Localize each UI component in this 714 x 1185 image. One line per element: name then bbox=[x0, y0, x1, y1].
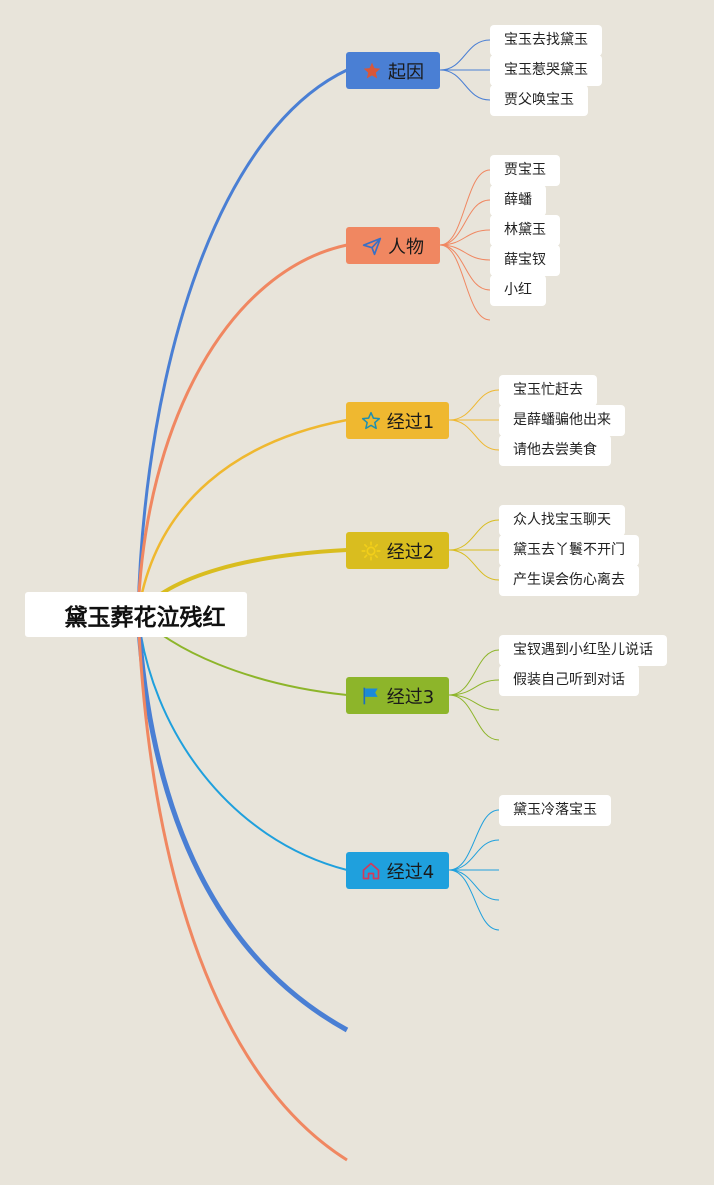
leaf-connector bbox=[448, 649, 500, 696]
leaf-node[interactable]: 宝玉忙赶去 bbox=[499, 375, 597, 406]
leaf-label: 贾父唤宝玉 bbox=[504, 92, 574, 108]
leaf-node[interactable]: 宝钗遇到小红坠儿说话 bbox=[499, 635, 667, 666]
leaf-connector bbox=[439, 244, 491, 261]
connector-root-jingguo4 bbox=[137, 613, 348, 871]
leaf-label: 请他去尝美食 bbox=[513, 442, 597, 458]
leaf-label: 众人找宝玉聊天 bbox=[513, 512, 611, 528]
star-outline-icon bbox=[361, 411, 381, 431]
leaf-connector bbox=[448, 839, 500, 871]
leaf-node[interactable]: 众人找宝玉聊天 bbox=[499, 505, 625, 536]
leaf-node[interactable]: 薛蟠 bbox=[490, 185, 546, 216]
leaf-node[interactable]: 假装自己听到对话 bbox=[499, 665, 639, 696]
paper-plane-icon bbox=[362, 236, 382, 256]
leaf-connector bbox=[439, 244, 491, 321]
leaf-label: 黛玉去丫鬟不开门 bbox=[513, 542, 625, 558]
leaf-node[interactable]: 小红 bbox=[490, 275, 546, 306]
leaf-connector bbox=[439, 69, 491, 101]
leaf-connector bbox=[448, 809, 500, 871]
leaf-connector bbox=[448, 869, 500, 901]
leaf-connector bbox=[439, 229, 491, 246]
leaf-node[interactable]: 产生误会伤心离去 bbox=[499, 565, 639, 596]
leaf-node[interactable]: 贾宝玉 bbox=[490, 155, 560, 186]
leaf-label: 贾宝玉 bbox=[504, 162, 546, 178]
sun-icon bbox=[361, 540, 381, 561]
leaf-connector bbox=[439, 169, 491, 246]
branch-label: 经过4 bbox=[386, 861, 435, 883]
leaf-connector bbox=[448, 419, 500, 451]
leaf-connector bbox=[448, 694, 500, 741]
connector-root-renwu bbox=[136, 243, 348, 615]
leaf-connector bbox=[448, 549, 500, 581]
star-filled-icon bbox=[362, 61, 382, 81]
branch-node-qiyin[interactable]: 起因 bbox=[346, 52, 440, 89]
leaf-node[interactable]: 黛玉去丫鬟不开门 bbox=[499, 535, 639, 566]
leaf-connector bbox=[448, 869, 500, 931]
branch-label: 起因 bbox=[388, 61, 424, 83]
branch-node-renwu[interactable]: 人物 bbox=[346, 227, 440, 264]
connector-root-blank-blue bbox=[135, 613, 349, 1033]
leaf-connector bbox=[439, 39, 491, 71]
leaf-label: 产生误会伤心离去 bbox=[513, 572, 625, 588]
leaf-label: 宝钗遇到小红坠儿说话 bbox=[513, 642, 653, 658]
leaf-label: 薛宝钗 bbox=[504, 252, 546, 268]
branch-label: 人物 bbox=[388, 236, 424, 258]
leaf-connector bbox=[448, 679, 500, 696]
leaf-node[interactable]: 宝玉去找黛玉 bbox=[490, 25, 602, 56]
leaf-connector bbox=[448, 694, 500, 711]
branch-node-jingguo2[interactable]: 经过2 bbox=[346, 532, 449, 569]
leaf-node[interactable]: 黛玉冷落宝玉 bbox=[499, 795, 611, 826]
leaf-label: 宝玉忙赶去 bbox=[513, 382, 583, 398]
flag-icon bbox=[361, 686, 381, 706]
leaf-node[interactable]: 薛宝钗 bbox=[490, 245, 560, 276]
leaf-connector bbox=[448, 519, 500, 551]
root-node[interactable]: 黛玉葬花泣残红 bbox=[25, 592, 247, 637]
leaf-node[interactable]: 贾父唤宝玉 bbox=[490, 85, 588, 116]
branch-label: 经过3 bbox=[386, 686, 435, 708]
leaf-node[interactable]: 林黛玉 bbox=[490, 215, 560, 246]
leaf-label: 假装自己听到对话 bbox=[513, 672, 625, 688]
leaf-label: 薛蟠 bbox=[504, 192, 532, 208]
leaf-node[interactable]: 宝玉惹哭黛玉 bbox=[490, 55, 602, 86]
connector-root-blank-orange bbox=[136, 613, 348, 1162]
leaf-label: 是薛蟠骗他出来 bbox=[513, 412, 611, 428]
branch-node-jingguo4[interactable]: 经过4 bbox=[346, 852, 449, 889]
leaf-label: 宝玉惹哭黛玉 bbox=[504, 62, 588, 78]
connector-root-jingguo1 bbox=[136, 418, 348, 615]
branch-label: 经过2 bbox=[386, 541, 435, 563]
branch-node-jingguo1[interactable]: 经过1 bbox=[346, 402, 449, 439]
leaf-label: 林黛玉 bbox=[504, 222, 546, 238]
leaf-label: 宝玉去找黛玉 bbox=[504, 32, 588, 48]
branch-label: 经过1 bbox=[386, 411, 435, 433]
leaf-node[interactable]: 请他去尝美食 bbox=[499, 435, 611, 466]
leaf-connector bbox=[439, 199, 491, 246]
leaf-connector bbox=[439, 244, 491, 291]
home-icon bbox=[361, 861, 381, 881]
leaf-label: 黛玉冷落宝玉 bbox=[513, 802, 597, 818]
branch-node-jingguo3[interactable]: 经过3 bbox=[346, 677, 449, 714]
connector-root-qiyin bbox=[136, 68, 348, 615]
leaf-label: 小红 bbox=[504, 282, 532, 298]
leaf-node[interactable]: 是薛蟠骗他出来 bbox=[499, 405, 625, 436]
leaf-connector bbox=[448, 389, 500, 421]
root-node-label: 黛玉葬花泣残红 bbox=[64, 604, 226, 631]
